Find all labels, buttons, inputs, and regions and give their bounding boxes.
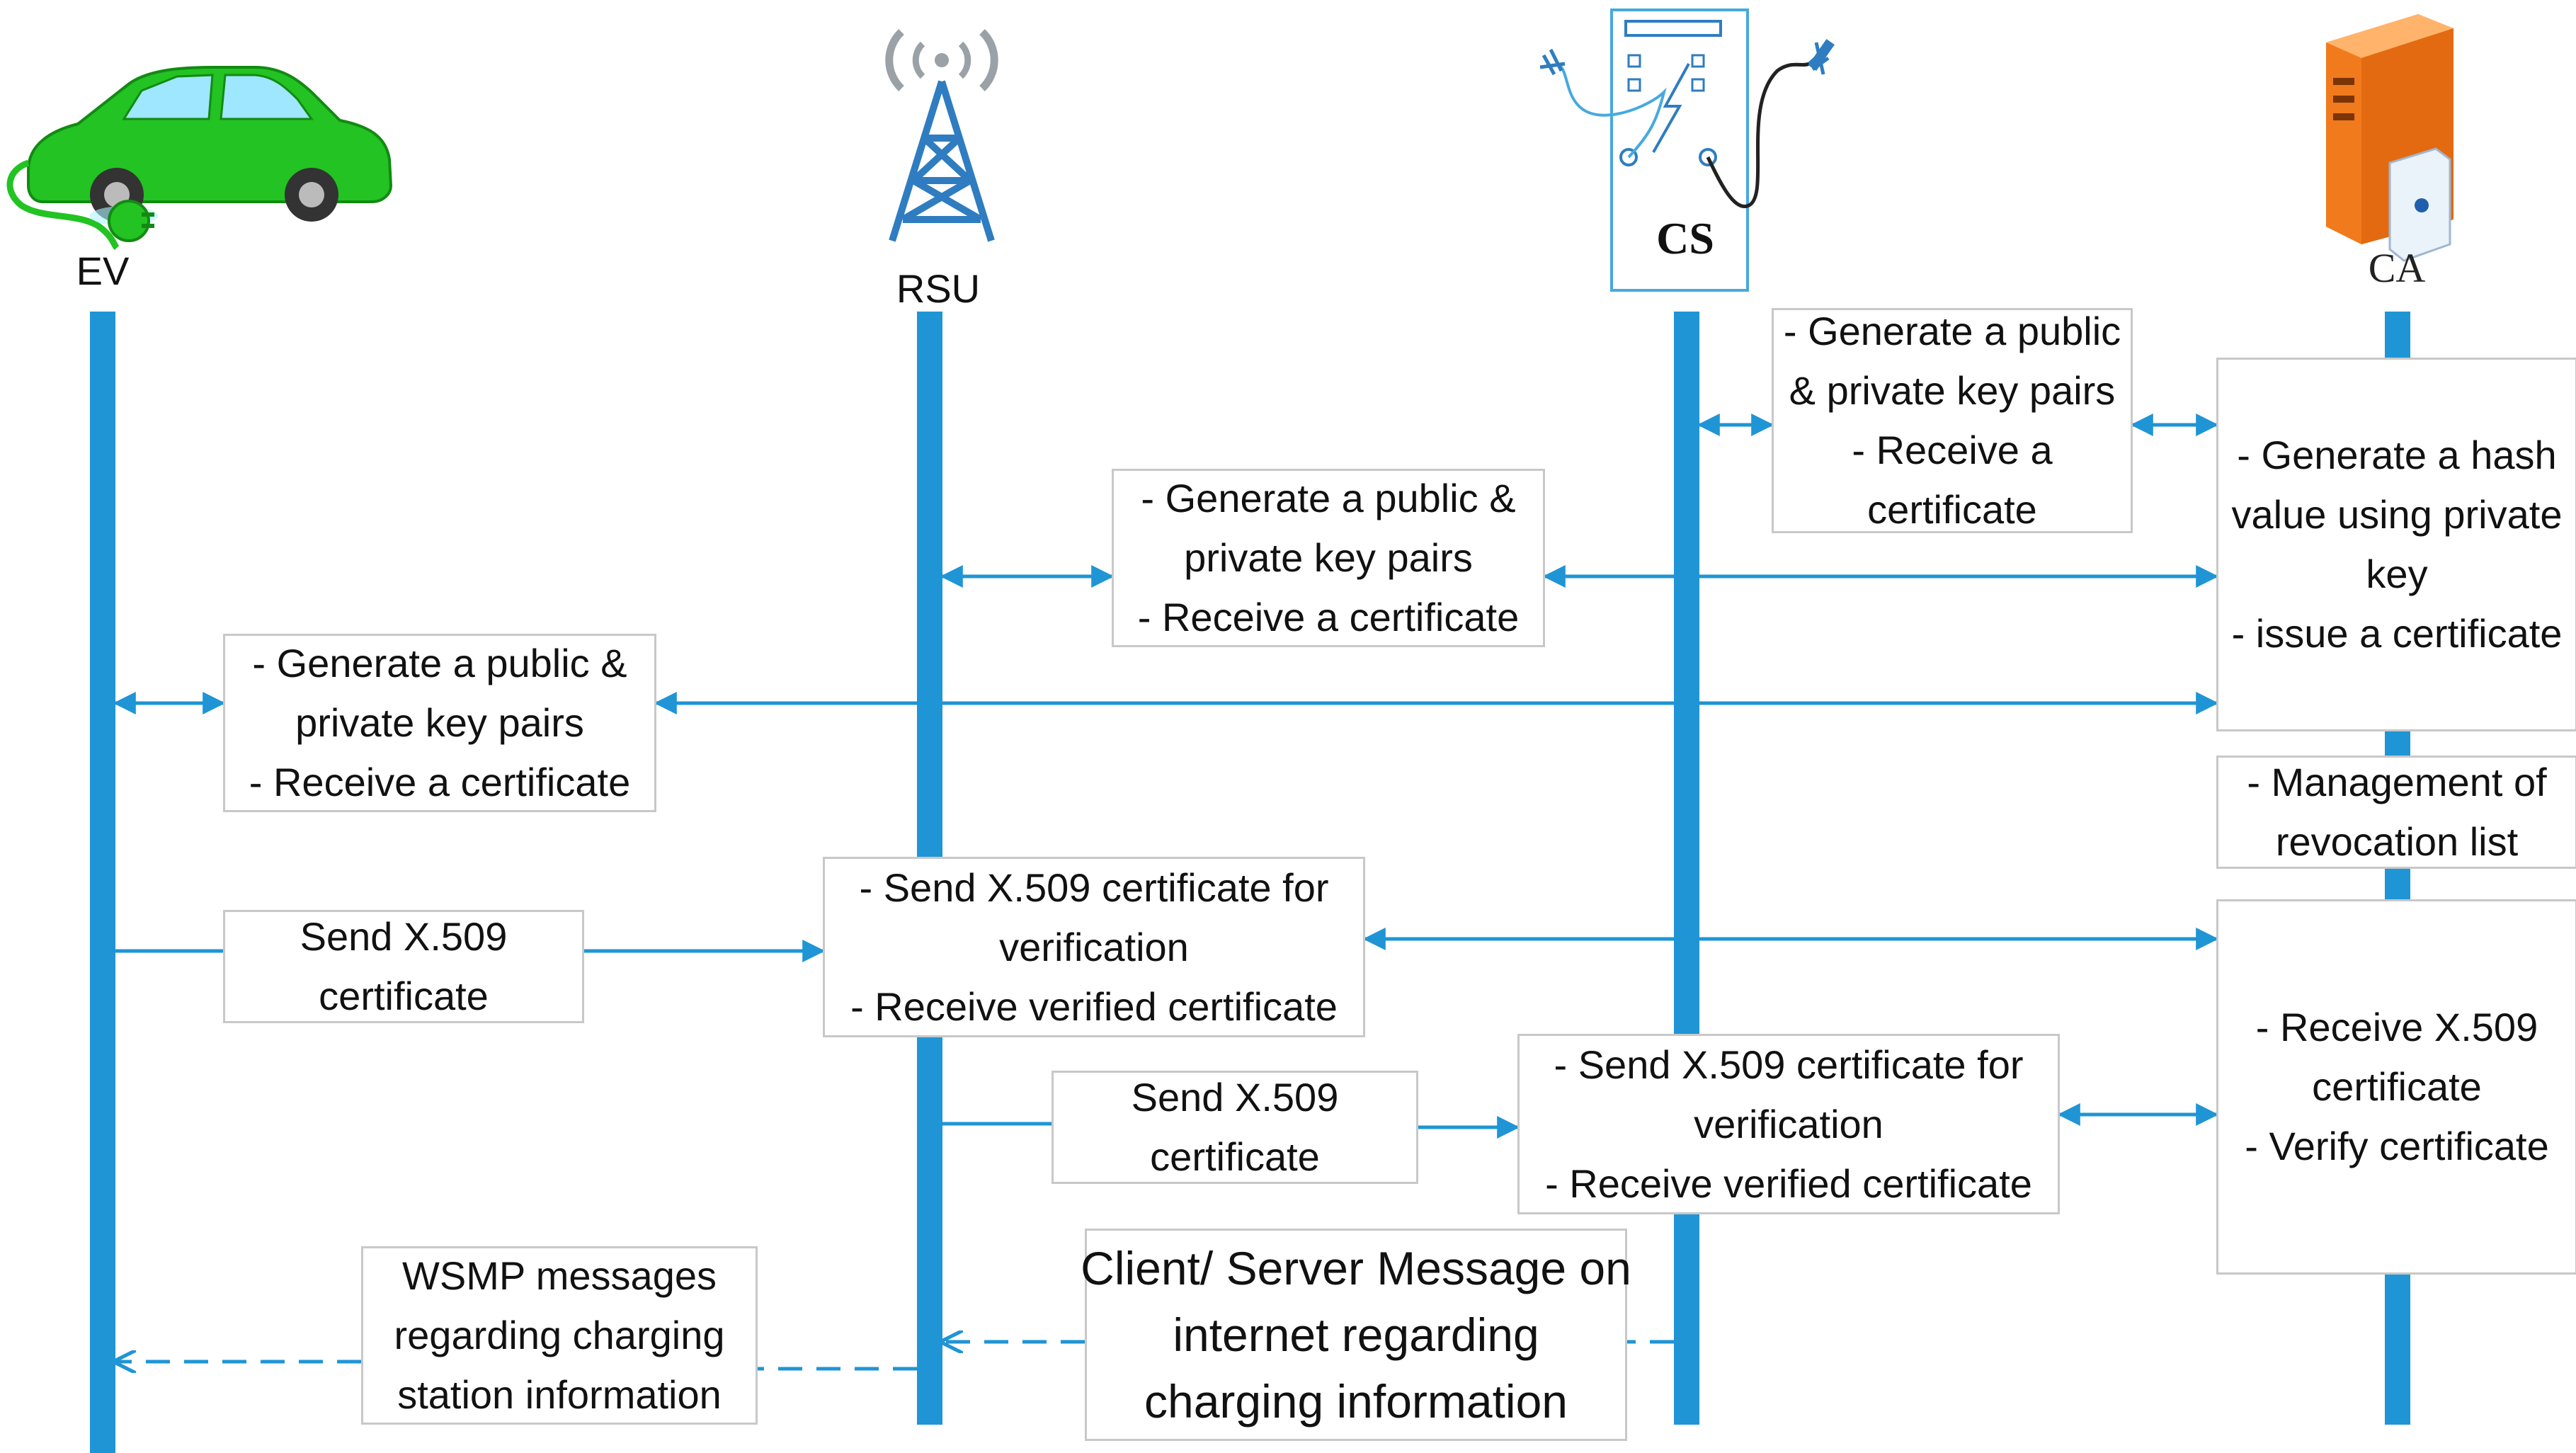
box-line: & private key pairs	[1789, 368, 2116, 413]
box-line: - Receive a certificate	[1137, 595, 1520, 639]
box-line: - Generate a public &	[1141, 476, 1516, 520]
ev-label: EV	[76, 249, 130, 293]
box-line: charging information	[1144, 1375, 1568, 1428]
server-certificate-icon	[2326, 14, 2454, 262]
box-line: station information	[397, 1372, 722, 1417]
box-line: - Send X.509 certificate for	[1554, 1042, 2024, 1087]
box-line: - Receive X.509	[2255, 1005, 2538, 1049]
cs-verify-certificate-box: - Send X.509 certificate for verificatio…	[1517, 1034, 2060, 1214]
box-line: certificate	[1150, 1134, 1320, 1179]
box-line: key	[2366, 552, 2428, 596]
box-line: - Receive a	[1852, 428, 2053, 472]
ca-verify-certificate-box: - Receive X.509 certificate - Verify cer…	[2216, 899, 2576, 1275]
box-line: - Verify certificate	[2245, 1124, 2549, 1168]
box-line: - Management of	[2247, 760, 2547, 804]
box-line: certificate	[1867, 487, 2037, 532]
box-line: Send X.509	[1131, 1075, 1339, 1119]
ca-issue-certificate-box: - Generate a hash value using private ke…	[2216, 358, 2576, 731]
cs-key-generation-box: - Generate a public & private key pairs …	[1772, 308, 2133, 533]
box-line: value using private	[2231, 492, 2563, 537]
rsu-label: RSU	[896, 266, 981, 311]
cs-label: CS	[1656, 213, 1714, 263]
box-line: certificate	[319, 974, 489, 1018]
box-line: - Generate a public &	[252, 641, 627, 685]
box-line: internet regarding	[1173, 1309, 1539, 1361]
box-line: regarding charging	[394, 1313, 725, 1357]
ca-revocation-list-box: - Management of revocation list	[2216, 756, 2576, 869]
charging-station-icon	[1539, 8, 1835, 292]
box-line: certificate	[2312, 1064, 2482, 1109]
radio-tower-icon	[885, 29, 998, 242]
box-line: verification	[999, 924, 1189, 969]
box-line: - issue a certificate	[2231, 611, 2563, 656]
box-line: Client/ Server Message on	[1081, 1242, 1631, 1294]
ev-send-certificate-box: Send X.509 certificate	[223, 910, 584, 1023]
box-line: verification	[1694, 1101, 1883, 1146]
box-line: WSMP messages	[402, 1253, 717, 1298]
rsu-verify-certificate-box: - Send X.509 certificate for verificatio…	[823, 857, 1365, 1037]
message-arrows	[113, 414, 2219, 1369]
box-line: private key pairs	[1184, 535, 1473, 580]
ev-lifeline	[90, 312, 115, 1453]
box-line: - Send X.509 certificate for	[859, 865, 1329, 910]
box-line: - Receive verified certificate	[850, 984, 1338, 1029]
ev-key-generation-box: - Generate a public & private key pairs …	[223, 634, 656, 812]
box-line: - Generate a public	[1783, 309, 2121, 353]
cs-lifeline	[1674, 312, 1699, 1425]
box-line: revocation list	[2275, 819, 2519, 864]
rsu-send-certificate-box: Send X.509 certificate	[1052, 1071, 1418, 1184]
box-line: private key pairs	[295, 700, 584, 745]
electric-car-icon	[6, 66, 393, 251]
box-line: - Generate a hash	[2237, 433, 2557, 477]
rsu-key-generation-box: - Generate a public & private key pairs …	[1112, 469, 1545, 647]
wsmp-messages-box: WSMP messages regarding charging station…	[361, 1246, 758, 1425]
box-line: - Receive verified certificate	[1545, 1161, 2032, 1206]
box-line: Send X.509	[300, 914, 508, 959]
box-line: - Receive a certificate	[249, 760, 631, 804]
ca-label: CA	[2368, 245, 2426, 291]
client-server-message-box: Client/ Server Message on internet regar…	[1081, 1229, 1631, 1441]
